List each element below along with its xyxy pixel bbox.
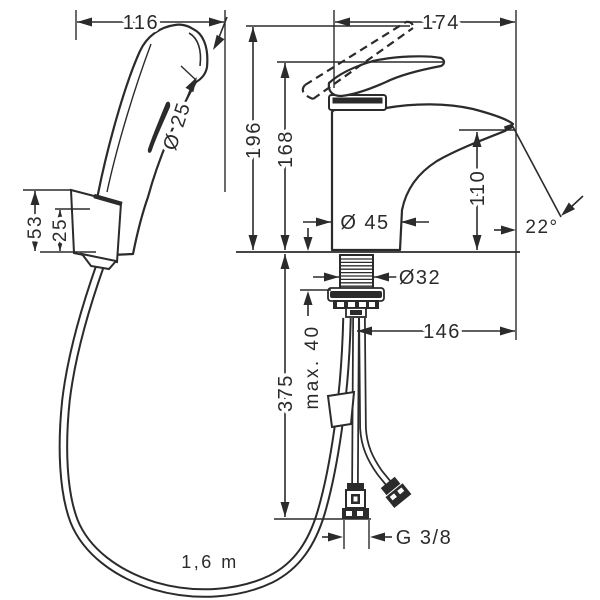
faucet-body-and-spout: [330, 103, 515, 252]
dimension-dia32: [313, 272, 398, 282]
dimension-g38: [322, 532, 392, 542]
dim-label-168: 168: [275, 130, 297, 168]
shower-hose-loop: [58, 264, 352, 598]
angled-hose-connector: [380, 476, 412, 509]
dimension-375: [280, 254, 290, 517]
dim-label-g38: G 3/8: [396, 527, 452, 549]
dimension-110: [472, 132, 482, 250]
faucet-cap-shadow: [332, 97, 383, 104]
mounting-hardware: [327, 254, 385, 318]
spray-toggle: [147, 101, 171, 153]
dim-label-angle22: 22°: [525, 217, 558, 238]
dim-label-dia45: Ø 45: [340, 212, 389, 234]
faucet: [301, 20, 515, 252]
dimension-angle22: [494, 124, 584, 235]
dimension-174: [335, 17, 515, 27]
dimension-146: [357, 326, 515, 336]
dimension-dia25: [182, 16, 228, 109]
dimension-53: [30, 191, 40, 251]
dim-label-110: 110: [467, 170, 489, 206]
dim-label-196: 196: [243, 121, 265, 159]
hand-shower-outline: [86, 23, 209, 258]
hand-shower: [86, 23, 209, 258]
shower-holder: [69, 188, 123, 271]
dim-label-max40: max. 40: [302, 324, 323, 409]
dimension-116: [77, 17, 224, 27]
g38-connector: [342, 483, 369, 519]
dim-label-dia32: Ø32: [399, 267, 441, 289]
dim-label-116: 116: [123, 12, 159, 34]
dim-label-146: 146: [423, 321, 461, 343]
supply-hose-angled: [358, 317, 392, 487]
handle-contour-line: [106, 43, 152, 193]
dimension-25: [55, 210, 65, 251]
dimension-lines: [30, 16, 584, 542]
spray-face-inner-line: [188, 32, 202, 67]
dim-label-174: 174: [422, 12, 460, 34]
dimension-max40: [303, 228, 313, 316]
dim-label-53: 53: [25, 215, 46, 239]
supply-hose-vertical: [351, 317, 360, 485]
neck-crease: [180, 65, 197, 81]
dimension-196: [248, 27, 258, 250]
dim-label-25: 25: [50, 218, 71, 242]
hose-length-label: 1,6 m: [181, 552, 239, 572]
dimension-168: [280, 63, 290, 250]
dimension-dia45: [303, 217, 429, 227]
handle-end-cone: [79, 252, 118, 271]
dim-label-375: 375: [275, 374, 297, 412]
extension-lines: [23, 10, 517, 549]
hose-collar: [326, 390, 356, 429]
